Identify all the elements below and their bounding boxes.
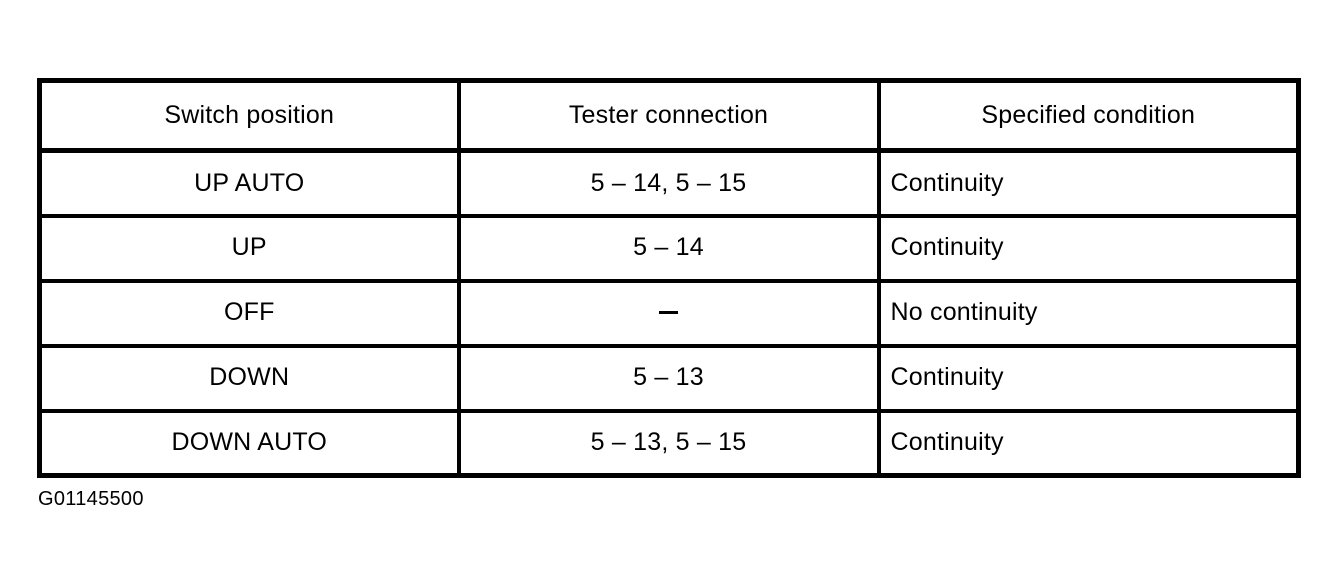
cell-switch-position: UP AUTO <box>39 150 459 216</box>
table-row: OFF No continuity <box>39 278 1299 346</box>
cell-specified-condition: Continuity <box>876 343 1299 411</box>
table-header: Switch position Tester connection Specif… <box>39 80 1299 153</box>
cell-switch-position: DOWN <box>39 343 459 411</box>
cell-specified-condition: Continuity <box>876 213 1299 281</box>
cell-tester-connection: 5 – 14, 5 – 15 <box>456 150 879 216</box>
cell-specified-condition: No continuity <box>876 278 1299 346</box>
cell-tester-connection <box>456 278 879 346</box>
column-header-switch-position: Switch position <box>39 80 459 153</box>
column-header-specified-condition: Specified condition <box>876 80 1299 153</box>
cell-switch-position: OFF <box>39 278 459 346</box>
figure-id-caption: G01145500 <box>38 488 144 510</box>
cell-tester-connection: 5 – 13 <box>456 343 879 411</box>
cell-specified-condition: Continuity <box>876 408 1299 476</box>
table-row: UP 5 – 14 Continuity <box>39 213 1299 281</box>
cell-tester-connection: 5 – 14 <box>456 213 879 281</box>
table-row: DOWN AUTO 5 – 13, 5 – 15 Continuity <box>39 408 1299 476</box>
cell-switch-position: UP <box>39 213 459 281</box>
table-row: UP AUTO 5 – 14, 5 – 15 Continuity <box>39 150 1299 216</box>
table-body: UP AUTO 5 – 14, 5 – 15 Continuity UP 5 –… <box>39 150 1299 476</box>
switch-continuity-table: Switch position Tester connection Specif… <box>37 78 1301 478</box>
cell-switch-position: DOWN AUTO <box>39 408 459 476</box>
cell-tester-connection: 5 – 13, 5 – 15 <box>456 408 879 476</box>
cell-specified-condition: Continuity <box>876 150 1299 216</box>
table-row: DOWN 5 – 13 Continuity <box>39 343 1299 411</box>
dash-icon <box>659 311 678 315</box>
table-header-row: Switch position Tester connection Specif… <box>39 80 1299 153</box>
column-header-tester-connection: Tester connection <box>456 80 879 153</box>
